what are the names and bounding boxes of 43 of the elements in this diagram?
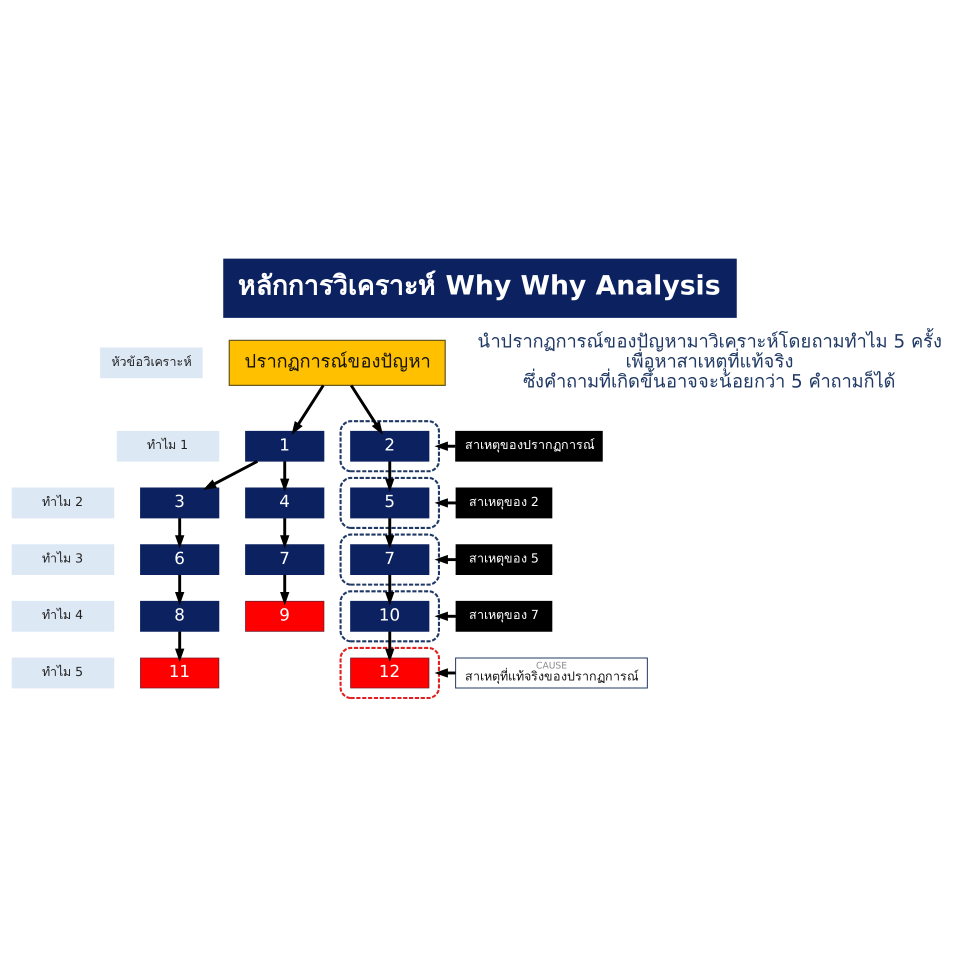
node-box: CAUSE สาเหตุที่แท้จริงของปรากฏการณ์ bbox=[455, 657, 648, 688]
diagram-title: หลักการวิเคราะห์ Why Why Analysis bbox=[238, 270, 721, 302]
node-box: ทำไม 3 bbox=[12, 544, 114, 576]
node-box: 8 bbox=[140, 600, 220, 632]
node-box: สาเหตุของ 5 bbox=[456, 544, 552, 576]
node-box: 10 bbox=[350, 600, 430, 632]
node-box: 5 bbox=[350, 488, 430, 518]
arrow bbox=[385, 632, 394, 662]
arrow bbox=[175, 632, 184, 662]
arrow bbox=[434, 668, 456, 678]
arrow bbox=[292, 384, 325, 435]
node-box: 12 bbox=[350, 658, 430, 688]
arrow bbox=[434, 612, 456, 621]
node-box: สาเหตุของ 7 bbox=[456, 600, 552, 632]
arrow bbox=[175, 518, 184, 549]
arrow bbox=[385, 574, 394, 606]
node-box: 1 bbox=[245, 430, 324, 462]
node-box: ปรากฏการณ์ของปัญหา bbox=[228, 340, 446, 386]
node-box: ทำไม 1 bbox=[116, 430, 220, 462]
arrow bbox=[385, 518, 394, 549]
node-box: ทำไม 5 bbox=[12, 658, 114, 688]
node-box: 3 bbox=[140, 488, 220, 518]
node-box: ทำไม 2 bbox=[12, 488, 114, 518]
arrow bbox=[175, 574, 184, 606]
arrow bbox=[202, 460, 258, 490]
node-box: 4 bbox=[245, 488, 324, 518]
arrow bbox=[434, 554, 456, 564]
node-box: 9 bbox=[245, 600, 324, 632]
node-box: 11 bbox=[140, 658, 220, 688]
arrow bbox=[350, 384, 383, 435]
node-box: ทำไม 4 bbox=[12, 600, 114, 632]
node-box: 7 bbox=[350, 544, 430, 576]
arrow bbox=[280, 574, 290, 606]
node-box: สาเหตุของปรากฏการณ์ bbox=[455, 430, 603, 462]
node-box: หัวข้อวิเคราะห์ bbox=[100, 347, 203, 378]
arrow bbox=[434, 498, 456, 508]
arrow bbox=[280, 462, 290, 492]
arrow bbox=[385, 462, 394, 492]
node-box: 6 bbox=[140, 544, 220, 576]
node-box: 7 bbox=[245, 544, 324, 576]
arrow bbox=[280, 518, 290, 549]
node-box: 2 bbox=[350, 430, 430, 462]
node-box: สาเหตุของ 2 bbox=[456, 488, 552, 518]
